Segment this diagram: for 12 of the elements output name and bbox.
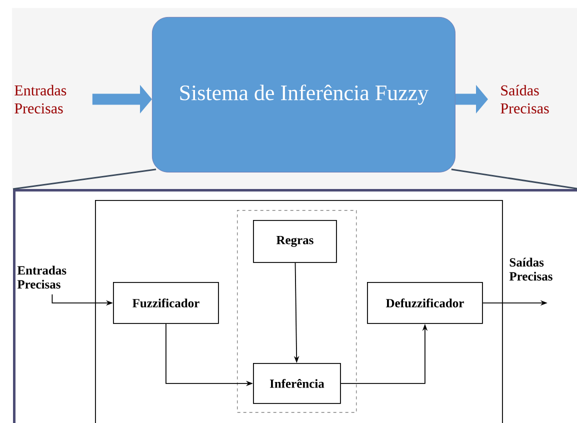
process-box: Fuzzificador	[113, 282, 219, 324]
dashed-group-box	[237, 210, 357, 413]
zoom-line	[451, 168, 577, 190]
io-label: Saídas Precisas	[500, 84, 549, 114]
io-label: Entradas Precisas	[14, 84, 66, 114]
zoom-line	[12, 168, 156, 190]
process-box: Defuzzificador	[367, 282, 483, 324]
process-box: Inferência	[253, 363, 341, 404]
system-box: Sistema de Inferência Fuzzy	[152, 17, 456, 172]
io-label: Entradas Precisas	[17, 266, 66, 289]
io-label: Saídas Precisas	[509, 258, 552, 281]
process-box: Regras	[253, 220, 337, 263]
